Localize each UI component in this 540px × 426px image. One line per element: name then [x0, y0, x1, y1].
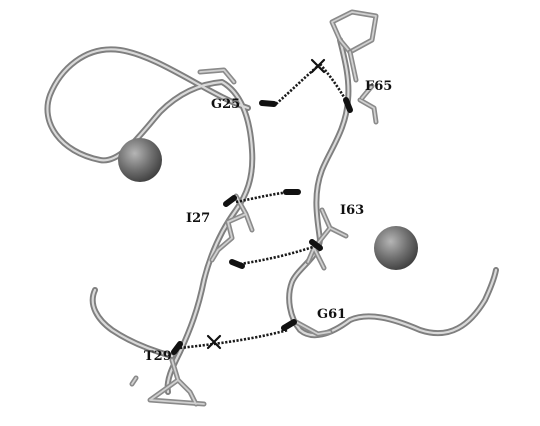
- label-i63: I63: [340, 203, 364, 218]
- g25-side-chain: [197, 67, 237, 85]
- hbond-i27-i63-bottom: [239, 244, 317, 266]
- hbond-g25-cross: [275, 65, 319, 105]
- hbond-cross-f65: [319, 63, 350, 105]
- label-f65: F65: [365, 79, 392, 94]
- label-g25: G25: [211, 97, 240, 112]
- i63-side-chain: [305, 207, 349, 271]
- sphere-icon: [118, 138, 162, 182]
- label-i27: I27: [186, 211, 210, 226]
- sphere-icon: [374, 226, 418, 270]
- backbone-bottom-left-tail: [89, 287, 175, 359]
- label-g61: G61: [317, 307, 346, 322]
- hydrogen-bonds: [179, 63, 350, 350]
- carbonyl-oxygens: [171, 97, 353, 355]
- t29-side-chain: [129, 357, 207, 407]
- f65-side-chain: [329, 9, 379, 125]
- i27-side-chain: [209, 193, 255, 263]
- cross-icon: [206, 334, 222, 350]
- backbone-left-strand: [44, 46, 256, 395]
- cross-icon: [310, 58, 326, 74]
- backbone-right-strand: [286, 37, 499, 339]
- label-t29: T29: [144, 349, 172, 364]
- hbond-t29-g61: [179, 328, 289, 350]
- g61-side-chain: [293, 319, 333, 337]
